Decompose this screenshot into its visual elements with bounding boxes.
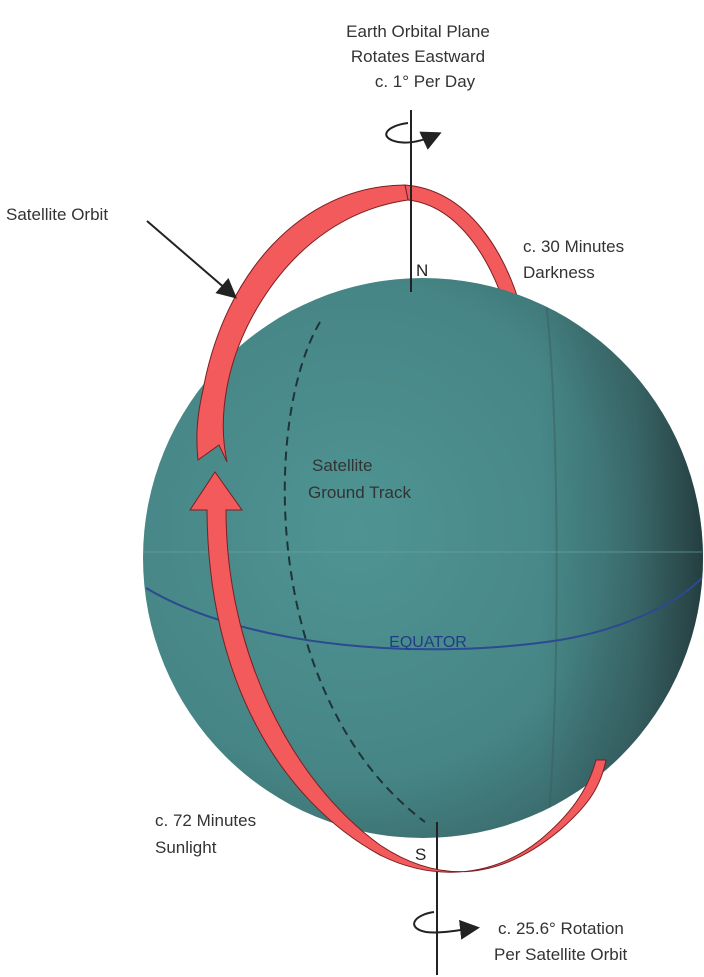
earth-globe xyxy=(143,278,703,838)
sunlight-label-line2: Sunlight xyxy=(155,838,217,857)
orbital-plane-label-line3: c. 1° Per Day xyxy=(375,72,476,91)
orbit-front-lower-segment xyxy=(189,471,607,873)
rotation-arrow-top xyxy=(385,122,442,150)
darkness-label-line2: Darkness xyxy=(523,263,595,282)
ground-track-line xyxy=(283,321,426,823)
night-side-shading xyxy=(540,278,703,838)
north-pole-label: N xyxy=(416,261,428,280)
sunlight-label-line1: c. 72 Minutes xyxy=(155,811,256,830)
orbital-plane-label-line1: Earth Orbital Plane xyxy=(346,22,490,41)
equator-label: EQUATOR xyxy=(389,634,467,651)
darkness-label-line1: c. 30 Minutes xyxy=(523,237,624,256)
satellite-orbit-label: Satellite Orbit xyxy=(6,205,108,224)
ground-track-label-line1: Satellite xyxy=(312,456,372,475)
rotation-arrow-bottom xyxy=(413,911,480,940)
rotation-per-orbit-label-line2: Per Satellite Orbit xyxy=(494,945,627,964)
satellite-orbit-pointer xyxy=(146,220,238,299)
orbital-plane-label-line2: Rotates Eastward xyxy=(351,47,485,66)
orbit-front-segment xyxy=(196,184,409,463)
south-pole-label: S xyxy=(415,845,426,864)
rotation-per-orbit-label-line1: c. 25.6° Rotation xyxy=(498,919,624,938)
ground-track-label-line2: Ground Track xyxy=(308,483,411,502)
